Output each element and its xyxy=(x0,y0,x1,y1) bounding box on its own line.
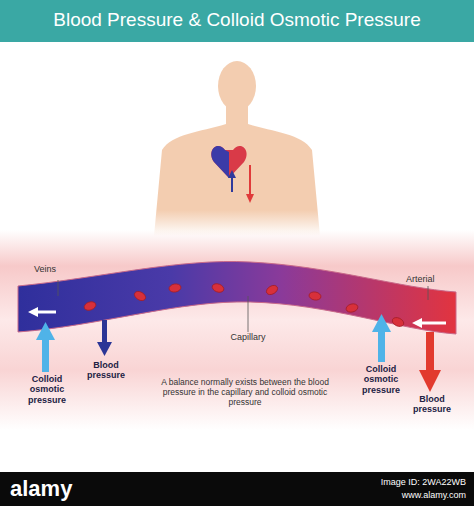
arrow-head xyxy=(28,307,38,317)
capillary-leader xyxy=(248,296,249,332)
blood-cell xyxy=(83,300,97,312)
human-torso xyxy=(154,61,320,236)
blood-cell xyxy=(308,291,321,301)
arrow-head xyxy=(419,370,441,392)
blood-pressure-arrow-right xyxy=(426,332,434,372)
watermark: Image ID: 2WA22WB xyxy=(330,477,466,487)
title-banner xyxy=(0,0,474,42)
arterial-leader xyxy=(428,286,429,300)
watermark: www.alamy.com xyxy=(330,490,466,500)
arrow-head xyxy=(36,322,55,340)
heart-vein-side xyxy=(211,146,229,178)
blood-cell xyxy=(265,284,279,297)
blood-cell xyxy=(345,303,359,314)
vein-return-arrow xyxy=(231,176,233,192)
arrow-head xyxy=(97,342,112,356)
flow-arrow xyxy=(420,322,446,325)
watermark-bar xyxy=(0,472,474,506)
blood-cell xyxy=(168,283,181,293)
blood-pressure-arrow-left xyxy=(102,320,107,344)
head xyxy=(218,61,256,111)
flow-arrow xyxy=(36,311,56,314)
arrow-head xyxy=(228,170,236,178)
arrow-head xyxy=(372,314,391,332)
arrow-head xyxy=(412,318,422,328)
pressure-label: Colloid osmotic pressure xyxy=(354,364,408,395)
veins-leader xyxy=(58,280,59,296)
pressure-label: Colloid osmotic pressure xyxy=(20,374,74,405)
capillary-vessel xyxy=(18,261,456,334)
blood-cell xyxy=(133,290,147,303)
blood-cell xyxy=(211,282,225,294)
pressure-label: Blood pressure xyxy=(408,394,456,415)
vessel-label: Capillary xyxy=(218,332,278,342)
body xyxy=(154,106,320,236)
red-blood-cells xyxy=(83,282,405,328)
arrow-head xyxy=(246,194,254,203)
artery-out-arrow xyxy=(249,165,251,196)
heart xyxy=(211,146,246,178)
vessel-label: Arterial xyxy=(406,274,466,284)
blood-cell xyxy=(391,316,405,328)
vessel-label: Veins xyxy=(34,264,94,274)
title: Blood Pressure & Colloid Osmotic Pressur… xyxy=(0,9,474,31)
tissue-glow xyxy=(0,230,474,430)
colloid-arrow-left xyxy=(42,338,49,372)
watermark: alamy xyxy=(10,476,130,501)
pressure-label: Blood pressure xyxy=(82,360,130,381)
caption: A balance normally exists between the bl… xyxy=(160,378,330,407)
colloid-arrow-right xyxy=(378,330,385,362)
